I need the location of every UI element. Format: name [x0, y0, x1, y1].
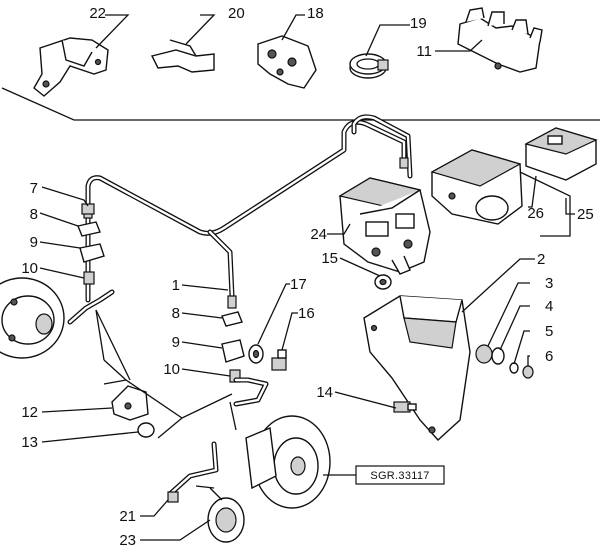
part-4-fitting [491, 347, 505, 365]
callout-26: 26 [527, 205, 544, 222]
part-2-mounting-bracket [363, 295, 471, 441]
callout-10: 10 [21, 260, 38, 277]
part-10-union [83, 271, 95, 285]
reference-code: SGR.33117 [370, 470, 429, 482]
callout-24: 24 [310, 226, 327, 243]
part-6-nut [522, 365, 534, 379]
part-8-clip [77, 221, 101, 237]
callout-8: 8 [172, 305, 180, 322]
callout-25: 25 [577, 206, 594, 223]
rear-brake-disc [245, 415, 331, 509]
part-18-connector [257, 35, 317, 89]
part-23-seal [207, 497, 245, 543]
callout-22: 22 [89, 5, 106, 22]
part-25-abs-modulator [430, 149, 523, 225]
part-7-fitting [81, 203, 95, 215]
callout-16: 16 [298, 305, 315, 322]
callout-17: 17 [290, 276, 307, 293]
callout-21: 21 [119, 508, 136, 525]
callout-5: 5 [545, 323, 553, 340]
part-8-clip [221, 311, 243, 327]
part-9-bracket [79, 243, 105, 263]
part-22-bracket [33, 37, 109, 97]
callout-6: 6 [545, 348, 553, 365]
pipe-fitting [399, 157, 409, 169]
callout-19: 19 [410, 15, 427, 32]
part-21-rear-pipe [168, 442, 218, 496]
part-11-multi-clip [457, 7, 543, 73]
part-14-bolt [393, 401, 417, 413]
callout-2: 2 [537, 251, 545, 268]
part-13-grommet [137, 422, 155, 438]
pipe-fitting [227, 295, 237, 309]
reference-code-box [355, 465, 445, 485]
front-brake-disc [0, 277, 65, 359]
part-15-nut-hole [379, 278, 387, 286]
callout-18: 18 [307, 5, 324, 22]
part-26-control-module [524, 127, 598, 181]
callout-10: 10 [163, 361, 180, 378]
callout-9: 9 [30, 234, 38, 251]
part-16-bolt [271, 349, 287, 371]
part-12-bracket [111, 385, 149, 421]
callout-4: 4 [545, 298, 553, 315]
callout-labels: 22 20 18 19 11 7 8 9 10 1 8 9 10 17 16 1… [21, 5, 593, 549]
callout-8: 8 [30, 206, 38, 223]
callout-13: 13 [21, 434, 38, 451]
part-21-fitting [167, 491, 179, 503]
callout-7: 7 [30, 180, 38, 197]
part-20-clip [150, 39, 215, 73]
callout-9: 9 [172, 334, 180, 351]
callout-23: 23 [119, 532, 136, 549]
callout-20: 20 [228, 5, 245, 22]
front-hose [68, 290, 114, 324]
callout-12: 12 [21, 404, 38, 421]
flex-hose [234, 378, 268, 406]
part-24-abs-unit [338, 177, 431, 275]
part-17-washer-hole [252, 349, 260, 359]
callout-11: 11 [416, 43, 432, 60]
part-5-washer [509, 362, 519, 374]
callout-14: 14 [316, 384, 333, 401]
part-19-clamp [349, 53, 389, 79]
brake-pipe-main [85, 114, 413, 303]
callout-15: 15 [321, 250, 338, 267]
part-9-bracket [221, 339, 245, 363]
section-divider [1, 87, 600, 121]
part-3-fitting [475, 344, 493, 364]
leader-lines [39, 14, 575, 541]
assembly-guide-lines [95, 171, 571, 501]
callout-1: 1 [172, 277, 180, 294]
callout-3: 3 [545, 275, 553, 292]
